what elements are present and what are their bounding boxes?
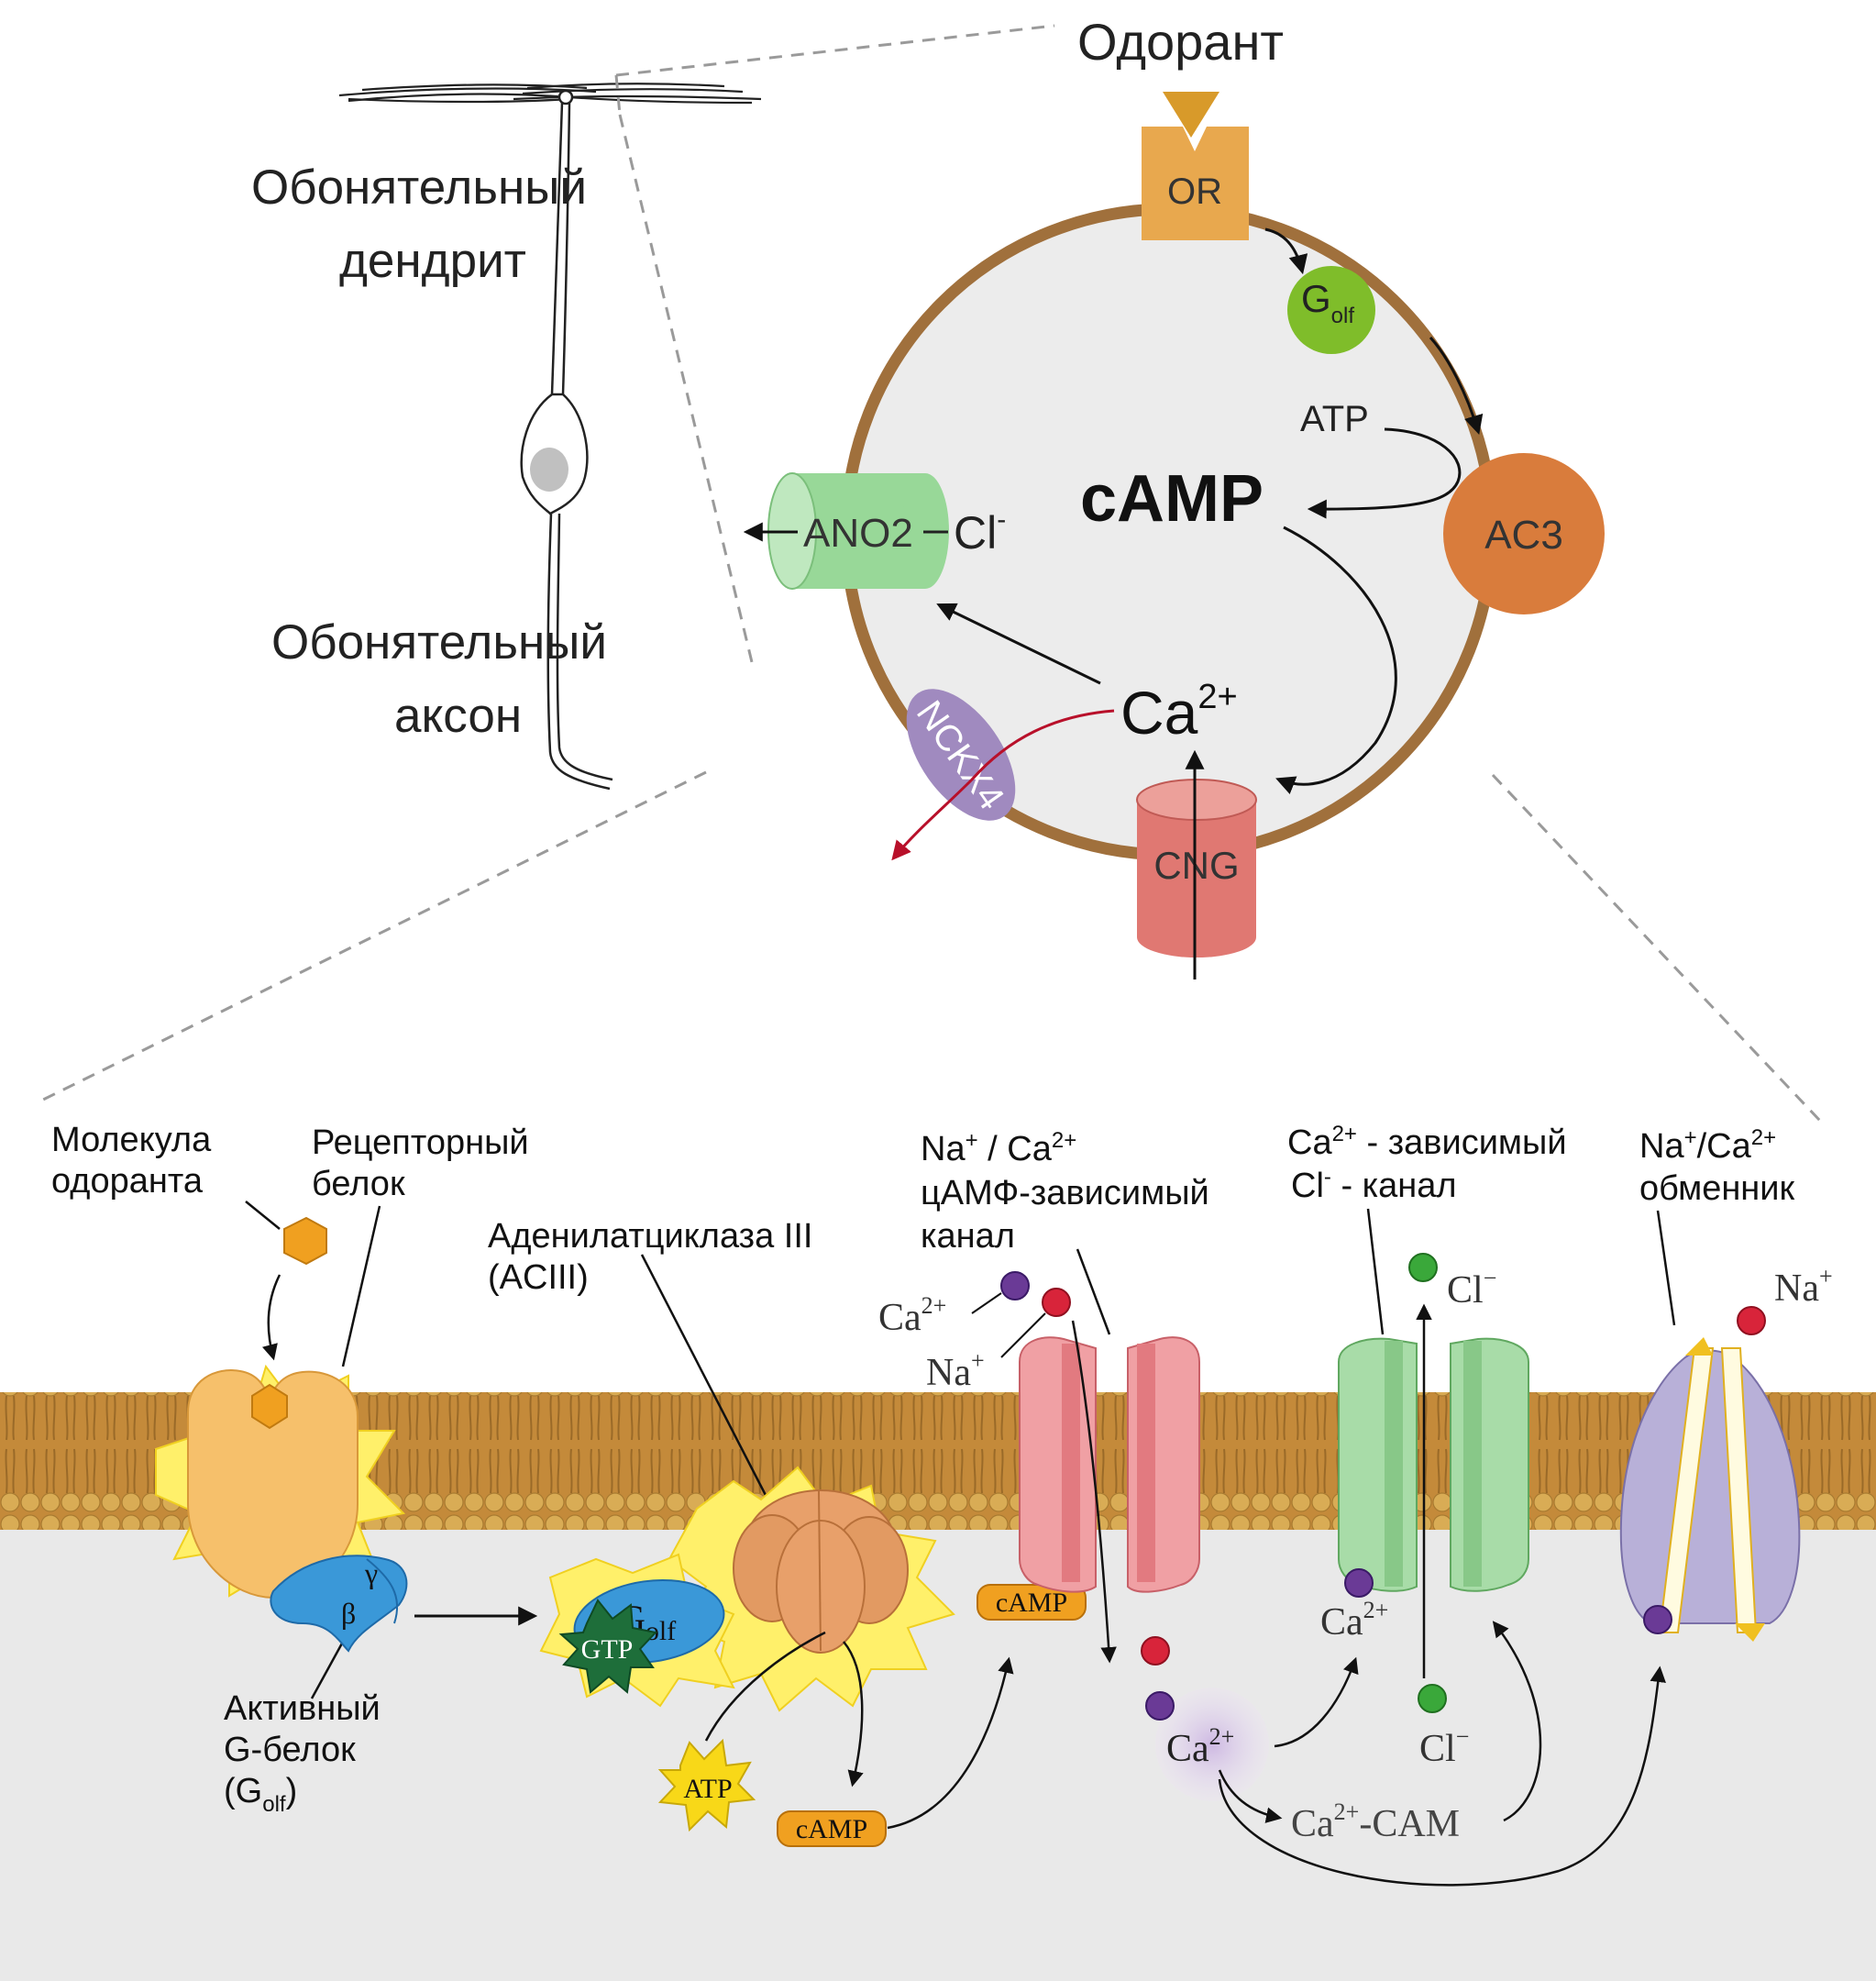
cng-channel (1136, 779, 1257, 957)
receptor-protein-label: Рецепторный (312, 1123, 529, 1162)
atp-star (657, 1738, 756, 1832)
cell-cascade: Одорант OR Golf ATP AC3 cAMP ANO2 Cl- (743, 13, 1605, 979)
olfactory-neuron (338, 83, 762, 791)
adenylate-cyclase-protein (733, 1489, 909, 1654)
na-ca-exchanger (1619, 1337, 1801, 1642)
odorant-molecule-label: Молекула (51, 1121, 212, 1159)
ca-top-label: Ca2+ (878, 1292, 946, 1339)
ca-ion (1000, 1271, 1030, 1300)
g-protein-beta (270, 1555, 408, 1653)
receptor-protein-label-2: белок (312, 1165, 405, 1203)
cl-top-label: Cl− (1447, 1265, 1496, 1311)
ca-center-label: Ca2+ (1166, 1723, 1234, 1770)
odorant-molecule-label-2: одоранта (51, 1162, 204, 1201)
axon-label-2: аксон (394, 689, 522, 743)
ca-glow (1155, 1688, 1269, 1801)
odorant-triangle (1163, 92, 1219, 138)
g-protein-label: Активный (224, 1689, 381, 1728)
camp-label: cAMP (1080, 462, 1264, 536)
gtp-label: GTP (581, 1634, 634, 1665)
cng-label: CNG (1153, 844, 1239, 887)
axon-label: Обонятельный (271, 615, 607, 670)
adenylate-cyclase-label: Аденилатциклаза III (488, 1217, 812, 1256)
gtp-star (558, 1599, 657, 1694)
ac3-circle (1443, 453, 1605, 614)
cl-ion-channel (1338, 1337, 1529, 1592)
cl-bottom-label: Cl− (1419, 1723, 1469, 1770)
atp-label-bottom: ATP (683, 1774, 732, 1804)
adenylate-cyclase-label-2: (ACIII) (488, 1258, 589, 1297)
cng-channel-label-2: цАМФ-зависимый (921, 1174, 1209, 1212)
camp-tag-upper-label: cAMP (996, 1588, 1067, 1618)
atp-label: ATP (1300, 399, 1369, 439)
camp-tag-lower-label: cAMP (796, 1814, 867, 1844)
golf-circle (1287, 266, 1375, 354)
exchanger-label: Na+/Ca2+ (1639, 1125, 1776, 1166)
camp-tag-lower (777, 1810, 887, 1847)
dendrite-label-2: дендрит (339, 234, 526, 288)
dendrite-label: Обонятельный (251, 160, 587, 215)
g-protein-label-2: G-белок (224, 1731, 356, 1769)
zoom-lines (40, 24, 1822, 1123)
golf-label: Golf (1301, 277, 1354, 328)
or-label: OR (1167, 172, 1222, 212)
ca-in-label: Ca2+ (1320, 1597, 1388, 1643)
ca-cam-label: Ca2+-CAM (1291, 1798, 1460, 1845)
na-ion (1042, 1288, 1071, 1317)
na-ion-right (1737, 1306, 1766, 1335)
cl-ion-bottom (1418, 1684, 1447, 1713)
cl-label: Cl- (954, 504, 1006, 559)
na-top-label: Na+ (926, 1347, 985, 1394)
exchanger-label-2: обменник (1639, 1169, 1795, 1208)
camp-tag-upper (977, 1584, 1087, 1621)
membrane-panel: Молекула одоранта Рецепторный белок Аден… (0, 1121, 1876, 1981)
cng-channel-label-3: канал (921, 1217, 1015, 1256)
cl-channel-label-2: Cl- - канал (1291, 1165, 1457, 1205)
cl-channel-label: Ca2+ - зависимый (1287, 1122, 1567, 1162)
odorant-label: Одорант (1077, 13, 1284, 71)
ca-label: Ca2+ (1120, 678, 1238, 747)
receptor-protein (187, 1369, 359, 1599)
beta-label: β (341, 1597, 356, 1630)
cng-ion-channel (1019, 1336, 1200, 1593)
ac3-label: AC3 (1484, 513, 1563, 558)
cl-ion-top (1408, 1253, 1438, 1282)
ano2-label: ANO2 (803, 511, 913, 556)
gamma-label: γ (364, 1556, 378, 1589)
or-receptor (1142, 127, 1249, 240)
na-right-label: Na+ (1774, 1263, 1833, 1310)
g-protein-label-3: (Golf) (224, 1772, 297, 1817)
ano2-channel (767, 472, 949, 590)
odorant-molecule-hexagon (283, 1216, 327, 1266)
cng-channel-label: Na+ / Ca2+ (921, 1128, 1076, 1168)
